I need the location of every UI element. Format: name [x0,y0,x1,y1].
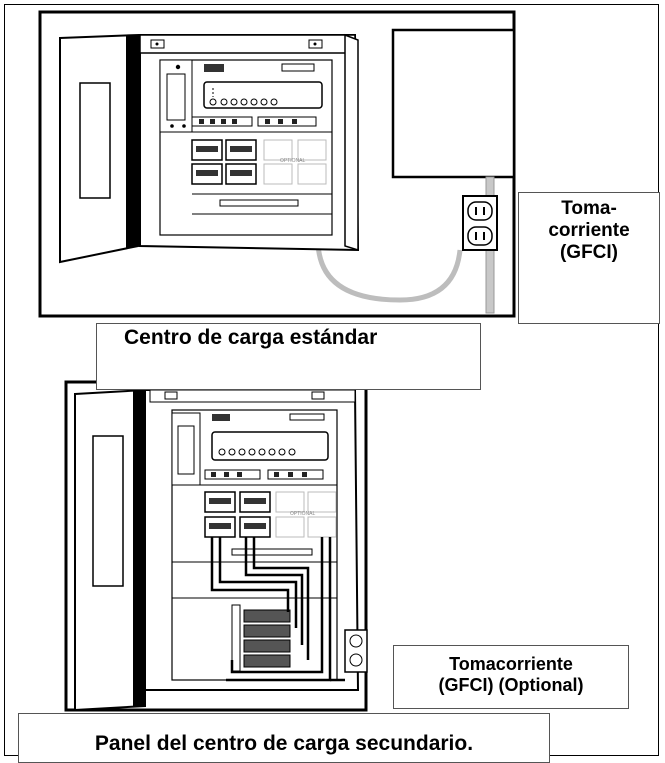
top-cabinet: OPTIONAL [139,33,360,252]
gfci-receptacle-top [462,195,498,251]
standard-load-center-caption: Centro de carga estándar [96,323,481,390]
cable-loop [315,239,463,303]
receptacle-label-top: Toma- corriente (GFCI) [518,192,660,324]
top-door [59,33,139,264]
wall-box [391,28,516,179]
optional-label-bottom: OPTIONAL [290,511,316,517]
receptacle-text-bottom: Tomacorriente (GFCI) (Optional) [438,654,584,695]
wires [210,537,345,682]
breakers-bottom [204,491,337,538]
receptacle-text-top: Toma- corriente (GFCI) [548,198,630,263]
secondary-load-center-scene: OPTIONAL [64,380,368,712]
secondary-panel-text: Panel del centro de carga secundario. [94,732,474,755]
standard-load-center-text: Centro de carga estándar [124,326,378,349]
bottom-door [74,388,146,712]
breakers-top [191,139,327,185]
optional-label-top: OPTIONAL [280,158,306,164]
secondary-panel-caption: Panel del centro de carga secundario. [18,713,550,763]
receptacle-label-bottom: Tomacorriente (GFCI) (Optional) [393,645,629,709]
gfci-receptacle-bottom [344,629,368,673]
standard-load-center-scene: OPTIONAL [38,10,516,318]
